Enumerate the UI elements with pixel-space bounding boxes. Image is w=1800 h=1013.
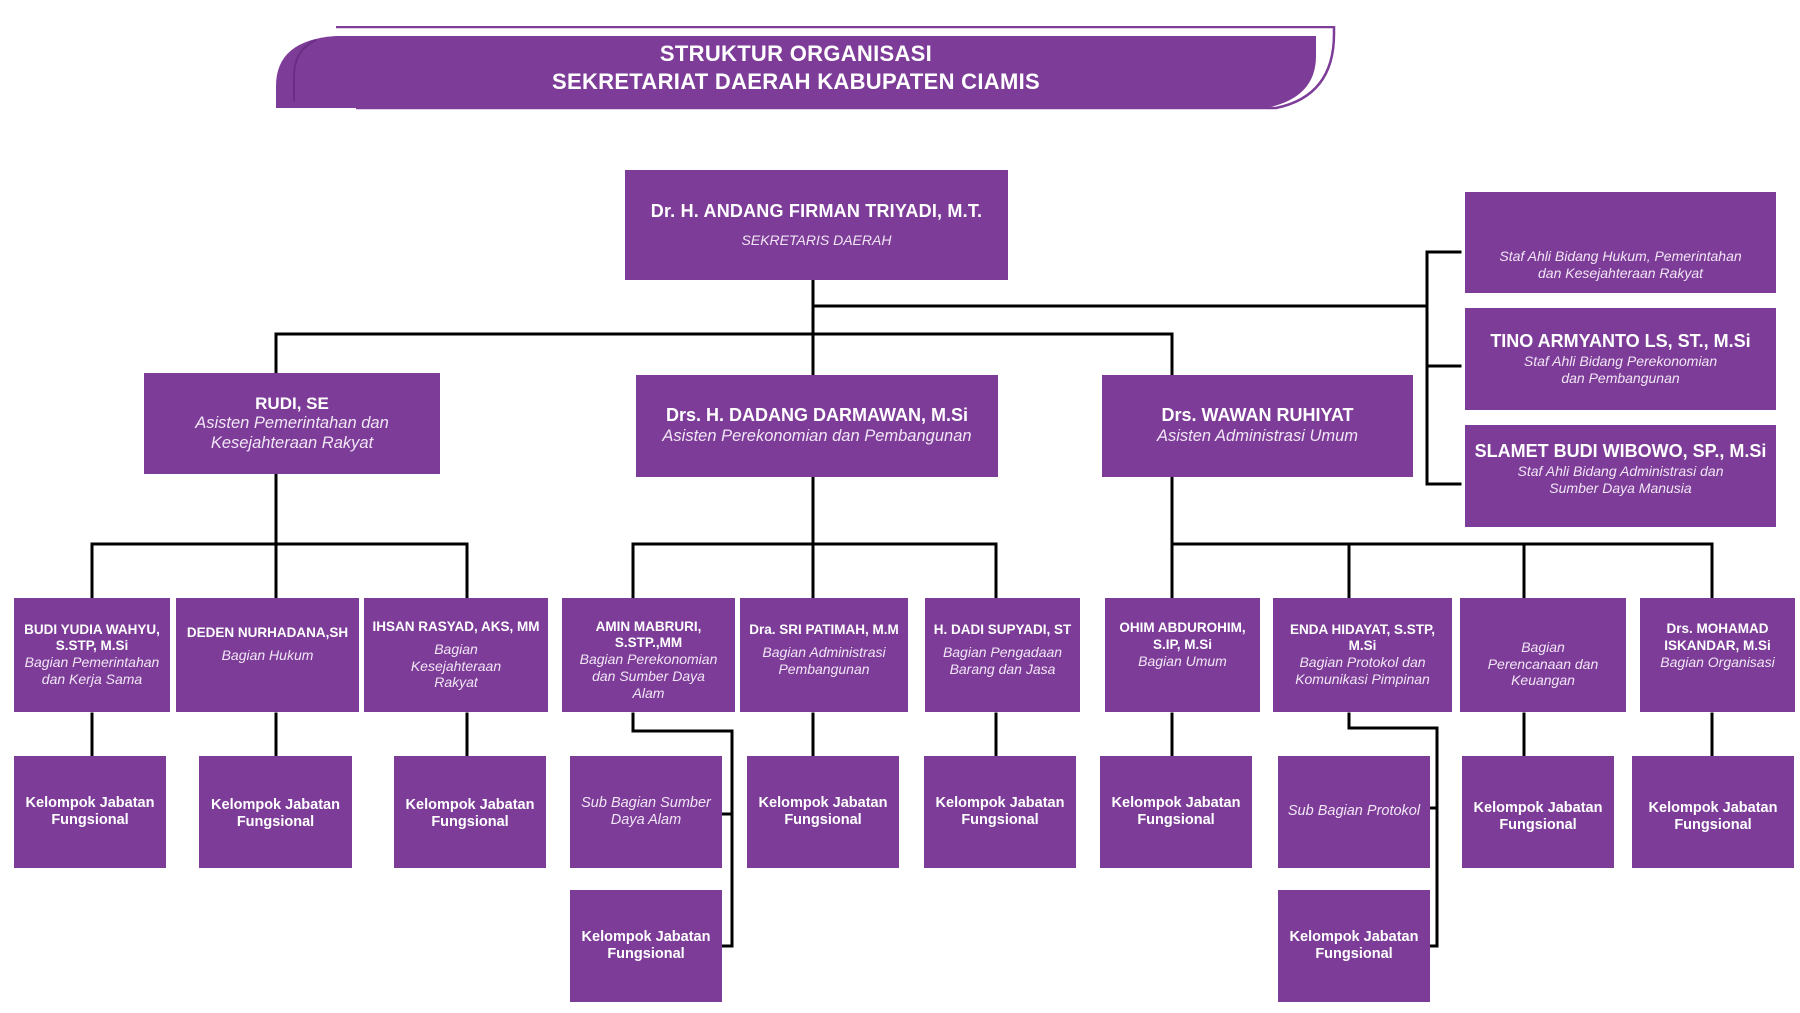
- sub-unit-4[interactable]: Sub Bagian Sumber Daya Alam: [570, 756, 722, 868]
- bagian-3-role: Bagian Kesejahteraan Rakyat: [410, 640, 502, 691]
- asisten-1-role: Asisten Pemerintahan dan Kesejahteraan R…: [195, 413, 389, 452]
- bagian-1-name: BUDI YUDIA WAHYU, S.STP, M.Si: [24, 622, 160, 654]
- sub-unit-5[interactable]: Kelompok Jabatan Fungsional: [570, 890, 722, 1002]
- staf-ahli-1-role: Staf Ahli Bidang Hukum, Pemerintahan dan…: [1499, 248, 1742, 281]
- sub-unit-2-label: Kelompok Jabatan Fungsional: [211, 796, 340, 830]
- bagian-1-role: Bagian Pemerintahan dan Kerja Sama: [24, 654, 160, 688]
- connector-asisten-bar: [274, 332, 1174, 376]
- connector-bagian-4: [631, 712, 734, 948]
- bagian-5-name: Dra. SRI PATIMAH, M.M: [749, 622, 899, 638]
- staf-ahli-box-2[interactable]: TINO ARMYANTO LS, ST., M.Si Staf Ahli Bi…: [1465, 308, 1776, 410]
- sub-unit-9[interactable]: Sub Bagian Protokol: [1278, 756, 1430, 868]
- bagian-8-role: Bagian Protokol dan Komunikasi Pimpinan: [1295, 654, 1430, 688]
- sub-unit-8-label: Kelompok Jabatan Fungsional: [1111, 794, 1241, 828]
- bagian-6-role: Bagian Pengadaan Barang dan Jasa: [942, 644, 1063, 678]
- sub-unit-2[interactable]: Kelompok Jabatan Fungsional: [199, 756, 352, 868]
- sub-unit-11[interactable]: Kelompok Jabatan Fungsional: [1462, 756, 1614, 868]
- sub-unit-10-label: Kelompok Jabatan Fungsional: [1289, 928, 1419, 962]
- sub-unit-1-label: Kelompok Jabatan Fungsional: [25, 794, 155, 828]
- staf-ahli-2-role: Staf Ahli Bidang Perekonomian dan Pemban…: [1523, 353, 1718, 386]
- sub-unit-11-label: Kelompok Jabatan Fungsional: [1473, 799, 1603, 833]
- sub-unit-3-label: Kelompok Jabatan Fungsional: [405, 796, 535, 830]
- staf-ahli-box-1[interactable]: Staf Ahli Bidang Hukum, Pemerintahan dan…: [1465, 192, 1776, 293]
- sub-unit-12-label: Kelompok Jabatan Fungsional: [1648, 799, 1778, 833]
- sub-unit-5-label: Kelompok Jabatan Fungsional: [581, 928, 711, 962]
- bagian-box-2[interactable]: DEDEN NURHADANA,SH Bagian Hukum: [176, 598, 359, 712]
- asisten-box-2[interactable]: Drs. H. DADANG DARMAWAN, M.Si Asisten Pe…: [636, 375, 998, 477]
- sub-unit-1[interactable]: Kelompok Jabatan Fungsional: [14, 756, 166, 868]
- sekda-box[interactable]: Dr. H. ANDANG FIRMAN TRIYADI, M.T. SEKRE…: [625, 170, 1008, 280]
- asisten-3-role: Asisten Administrasi Umum: [1156, 426, 1359, 445]
- bagian-box-10[interactable]: Drs. MOHAMAD ISKANDAR, M.Si Bagian Organ…: [1640, 598, 1795, 712]
- bagian-2-role: Bagian Hukum: [221, 646, 314, 663]
- bagian-10-name: Drs. MOHAMAD ISKANDAR, M.Si: [1664, 621, 1771, 653]
- sub-unit-7-label: Kelompok Jabatan Fungsional: [935, 794, 1065, 828]
- staf-ahli-box-3[interactable]: SLAMET BUDI WIBOWO, SP., M.Si Staf Ahli …: [1465, 425, 1776, 527]
- bagian-box-7[interactable]: OHIM ABDUROHIM, S.IP, M.Si Bagian Umum: [1105, 598, 1260, 712]
- connector-asisten-1: [90, 470, 469, 600]
- title-banner: STRUKTUR ORGANISASI SEKRETARIAT DAERAH K…: [276, 26, 1336, 110]
- bagian-10-role: Bagian Organisasi: [1660, 653, 1775, 670]
- bagian-7-role: Bagian Umum: [1138, 652, 1227, 669]
- sub-unit-7[interactable]: Kelompok Jabatan Fungsional: [924, 756, 1076, 868]
- bagian-7-name: OHIM ABDUROHIM, S.IP, M.Si: [1119, 620, 1246, 652]
- banner-shape: [276, 26, 1336, 110]
- bagian-box-1[interactable]: BUDI YUDIA WAHYU, S.STP, M.Si Bagian Pem…: [14, 598, 170, 712]
- sekda-role: SEKRETARIS DAERAH: [741, 232, 892, 249]
- asisten-2-name: Drs. H. DADANG DARMAWAN, M.Si: [665, 405, 968, 426]
- bagian-9-role: Bagian Perencanaan dan Keuangan: [1487, 638, 1599, 689]
- sub-unit-8[interactable]: Kelompok Jabatan Fungsional: [1100, 756, 1252, 868]
- sub-unit-6-label: Kelompok Jabatan Fungsional: [758, 794, 888, 828]
- sub-unit-6[interactable]: Kelompok Jabatan Fungsional: [747, 756, 899, 868]
- staf-ahli-2-name: TINO ARMYANTO LS, ST., M.Si: [1490, 331, 1751, 352]
- sub-unit-10[interactable]: Kelompok Jabatan Fungsional: [1278, 890, 1430, 1002]
- bagian-4-role: Bagian Perekonomian dan Sumber Daya Alam: [579, 650, 718, 701]
- connector-asisten-2: [631, 474, 998, 600]
- staf-ahli-3-role: Staf Ahli Bidang Administrasi dan Sumber…: [1517, 463, 1724, 496]
- bagian-box-3[interactable]: IHSAN RASYAD, AKS, MM Bagian Kesejahtera…: [364, 598, 548, 712]
- bagian-box-4[interactable]: AMIN MABRURI, S.STP.,MM Bagian Perekonom…: [562, 598, 735, 712]
- asisten-2-role: Asisten Perekonomian dan Pembangunan: [662, 426, 972, 445]
- asisten-box-1[interactable]: RUDI, SE Asisten Pemerintahan dan Keseja…: [144, 373, 440, 474]
- sub-unit-9-label: Sub Bagian Protokol: [1287, 803, 1421, 820]
- bagian-box-6[interactable]: H. DADI SUPYADI, ST Bagian Pengadaan Bar…: [925, 598, 1080, 712]
- bagian-6-name: H. DADI SUPYADI, ST: [933, 622, 1072, 638]
- asisten-3-name: Drs. WAWAN RUHIYAT: [1161, 405, 1354, 426]
- asisten-1-name: RUDI, SE: [255, 393, 329, 413]
- bagian-3-name: IHSAN RASYAD, AKS, MM: [372, 618, 540, 634]
- asisten-box-3[interactable]: Drs. WAWAN RUHIYAT Asisten Administrasi …: [1102, 375, 1413, 477]
- bagian-2-name: DEDEN NURHADANA,SH: [186, 624, 349, 640]
- sekda-name: Dr. H. ANDANG FIRMAN TRIYADI, M.T.: [650, 200, 983, 221]
- connector-staf-ahli: [811, 250, 1462, 486]
- sub-unit-3[interactable]: Kelompok Jabatan Fungsional: [394, 756, 546, 868]
- bagian-8-name: ENDA HIDAYAT, S.STP, M.Si: [1289, 622, 1436, 654]
- bagian-5-role: Bagian Administrasi Pembangunan: [762, 644, 886, 678]
- bagian-4-name: AMIN MABRURI, S.STP.,MM: [595, 618, 702, 650]
- bagian-box-5[interactable]: Dra. SRI PATIMAH, M.M Bagian Administras…: [740, 598, 908, 712]
- sub-unit-4-label: Sub Bagian Sumber Daya Alam: [581, 794, 711, 828]
- connector-asisten-3: [1170, 474, 1714, 600]
- staf-ahli-3-name: SLAMET BUDI WIBOWO, SP., M.Si: [1474, 441, 1767, 462]
- title-line-2: SEKRETARIAT DAERAH KABUPATEN CIAMIS: [552, 69, 1040, 94]
- bagian-box-8[interactable]: ENDA HIDAYAT, S.STP, M.Si Bagian Protoko…: [1273, 598, 1452, 712]
- title-line-1: STRUKTUR ORGANISASI: [659, 41, 933, 66]
- sub-unit-12[interactable]: Kelompok Jabatan Fungsional: [1632, 756, 1794, 868]
- bagian-box-9[interactable]: Bagian Perencanaan dan Keuangan: [1460, 598, 1626, 712]
